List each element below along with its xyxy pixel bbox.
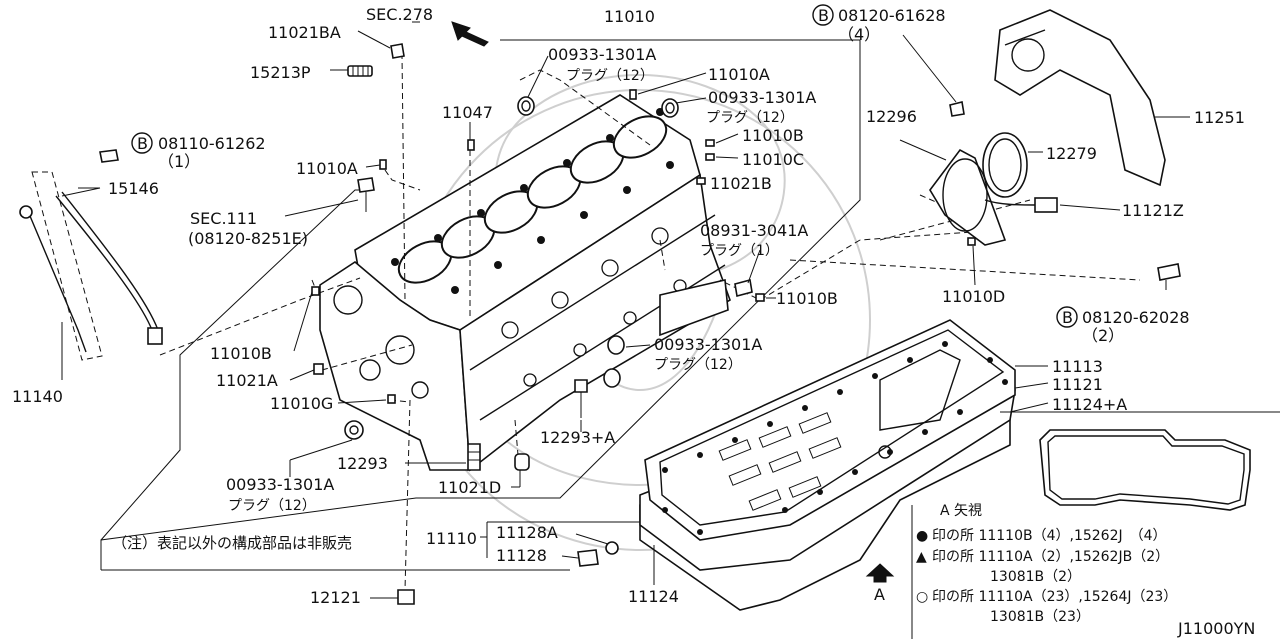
diagram-code: J11000YN [1177, 619, 1255, 638]
note-text: （注）表記以外の構成部品は非販売 [112, 534, 352, 552]
small-parts [311, 43, 765, 605]
label-11021a: 11021A [216, 371, 278, 390]
view-title: A 矢視 [940, 503, 982, 519]
label-plug1-number: 00933-1301A [548, 45, 656, 64]
label-12279: 12279 [1046, 144, 1097, 163]
view-a-inset [911, 411, 1280, 639]
label-b1-number: 08110-61262 [158, 134, 266, 153]
cylinder-bores [397, 115, 668, 284]
view-row-marker: ▲ [916, 549, 927, 565]
label-b2-circle: B [818, 6, 829, 25]
label-11010: 11010 [604, 7, 655, 26]
label-11128: 11128 [496, 546, 547, 565]
label-b1-circle: B [137, 134, 148, 153]
label-12293: 12293 [337, 454, 388, 473]
rear-plate [994, 9, 1166, 187]
label-b3-circle: B [1062, 308, 1073, 327]
label-11121z: 11121Z [1122, 201, 1184, 220]
label-11251: 11251 [1194, 108, 1245, 127]
cylinder-block [319, 94, 731, 472]
label-11121: 11121 [1052, 375, 1103, 394]
label-11047: 11047 [442, 103, 493, 122]
view-row-text: 13081B（23） [990, 609, 1090, 625]
b-circle-icon [1056, 306, 1078, 328]
b-circle-icon [812, 4, 834, 26]
label-sec111-sub: (08120-8251E) [188, 229, 308, 248]
label-b3-number: 08120-62028 [1082, 308, 1190, 327]
label-11110: 11110 [426, 529, 477, 548]
label-11140: 11140 [12, 387, 63, 406]
view-row-text: 印の所 11110B（4）,15262J （4） [932, 528, 1167, 544]
label-08931-text: プラグ（1） [700, 243, 779, 259]
label-b1-qty: （1） [158, 152, 200, 171]
label-12121: 12121 [310, 588, 361, 607]
leader-lines [61, 21, 1190, 599]
view-list: ● 印の所 11110B（4）,15262J （4） ▲ 印の所 11110A（… [916, 528, 1177, 625]
label-sec111: SEC.111 [190, 209, 257, 228]
label-plug2-number: 00933-1301A [708, 88, 816, 107]
view-row-marker: ○ [916, 589, 928, 605]
label-arrow-a: A [874, 585, 885, 604]
dipstick [19, 149, 163, 361]
label-plug3-text: プラグ（12） [654, 357, 742, 373]
label-b3-qty: （2） [1082, 326, 1124, 345]
label-b2-qty: （4） [838, 25, 880, 44]
oil-pan [639, 319, 1016, 611]
label-11010b-left: 11010B [210, 344, 272, 363]
label-11124a: 11124+A [1052, 395, 1127, 414]
assembly-frame [100, 39, 861, 571]
view-row-text: 13081B（2） [990, 569, 1081, 585]
label-11010b-right: 11010B [742, 126, 804, 145]
b-circle-icon [131, 132, 153, 154]
label-plug1-text: プラグ（12） [566, 68, 654, 84]
label-12293a: 12293+A [540, 428, 615, 447]
label-11113: 11113 [1052, 357, 1103, 376]
label-plug2-text: プラグ（12） [706, 110, 794, 126]
part-labels: SEC.278 11010 11021BA 15213P 00933-1301A… [12, 4, 1255, 638]
label-plug4-text: プラグ（12） [228, 498, 316, 514]
view-a-arrow-icon [865, 563, 895, 583]
label-08931: 08931-3041A [700, 221, 808, 240]
sec278-arrow-icon [451, 21, 489, 47]
label-11124: 11124 [628, 587, 679, 606]
label-12296: 12296 [866, 107, 917, 126]
label-11021d: 11021D [438, 478, 501, 497]
label-11010b-mid: 11010B [776, 289, 838, 308]
label-11128a: 11128A [496, 523, 558, 542]
label-11010c: 11010C [742, 150, 804, 169]
view-row-marker: ● [916, 528, 928, 544]
label-11010a-left: 11010A [296, 159, 358, 178]
label-15146: 15146 [108, 179, 159, 198]
label-11010g: 11010G [270, 394, 333, 413]
label-11021b: 11021B [710, 174, 772, 193]
label-11010a-top: 11010A [708, 65, 770, 84]
label-sec278: SEC.278 [366, 5, 433, 24]
label-11021ba: 11021BA [268, 23, 341, 42]
label-11010d: 11010D [942, 287, 1005, 306]
label-plug4-number: 00933-1301A [226, 475, 334, 494]
label-b2-number: 08120-61628 [838, 6, 946, 25]
label-15213p: 15213P [250, 63, 311, 82]
view-row-text: 印の所 11110A（2）,15262JB（2） [932, 549, 1169, 565]
label-plug3-number: 00933-1301A [654, 335, 762, 354]
view-row-text: 印の所 11110A（23）,15264J（23） [932, 589, 1177, 605]
rear-seal-retainer [929, 101, 1181, 290]
